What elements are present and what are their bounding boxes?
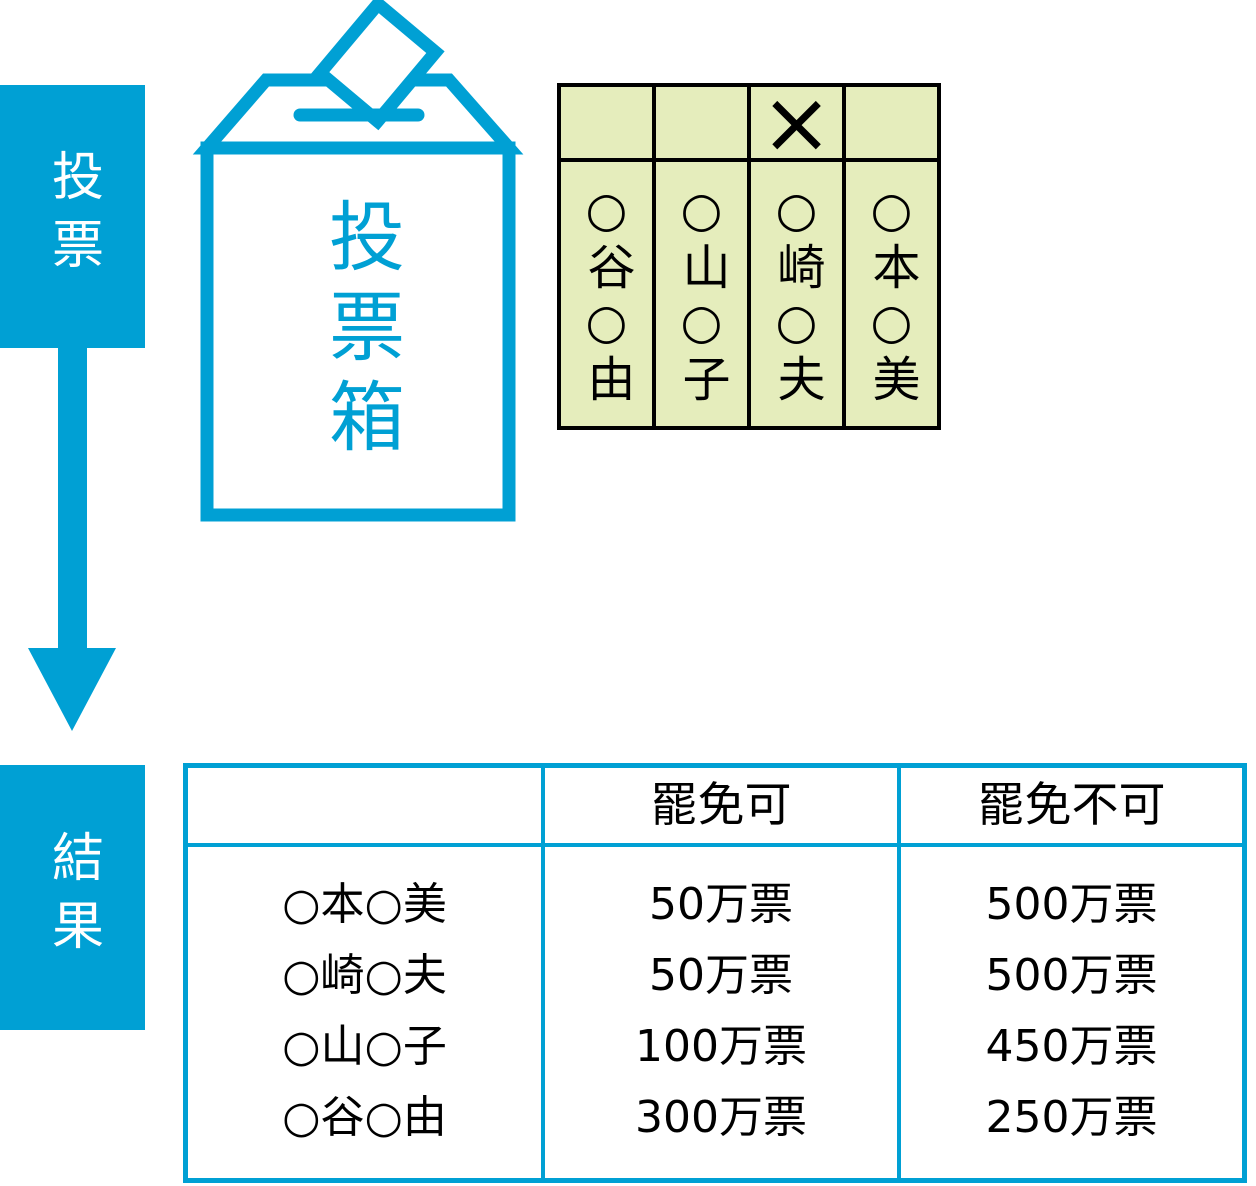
ballot-mark-cell [846, 87, 937, 162]
result-candidate-name: ○山○子 [282, 1020, 447, 1072]
results-table: ○本○美 ○崎○夫 ○山○子 ○谷○由 罷免可 50万票 50万票 100万票 … [183, 763, 1247, 1183]
result-candidate-name: ○谷○由 [282, 1091, 447, 1143]
result-stage-box: 結果 [0, 765, 145, 1030]
candidate-name: ○崎○夫 [768, 182, 825, 406]
candidate-name: ○谷○由 [578, 182, 635, 406]
ballot-mark-cell [656, 87, 747, 162]
ballot-column: × ○崎○夫 [747, 80, 842, 426]
ballot-box-label: 投票箱 [316, 196, 405, 467]
ballot-name-cell: ○崎○夫 [751, 162, 842, 426]
ballot-box-icon [192, 0, 524, 522]
recall-yes-votes: 50万票 [649, 878, 793, 930]
result-candidate-name: ○崎○夫 [282, 949, 447, 1001]
recall-no-votes: 450万票 [985, 1020, 1158, 1072]
results-column-recall-yes: 罷免可 50万票 50万票 100万票 300万票 [541, 768, 897, 1178]
results-header-recall-yes: 罷免可 [545, 768, 897, 847]
down-arrow-icon [28, 340, 116, 731]
cross-mark: × [751, 80, 842, 166]
ballot-box-illustration: 投票箱 [192, 0, 524, 526]
ballot-column: ○山○子 [652, 87, 747, 426]
result-stage-label: 結果 [42, 829, 103, 966]
candidate-name: ○山○子 [673, 182, 730, 406]
vote-stage-label: 投票 [42, 148, 103, 285]
results-header-recall-no: 罷免不可 [901, 768, 1242, 847]
ballot-column: ○本○美 [842, 87, 937, 426]
results-header-empty [188, 768, 541, 847]
ballot-name-cell: ○谷○由 [561, 162, 652, 426]
recall-yes-votes: 100万票 [635, 1020, 807, 1072]
candidate-name: ○本○美 [863, 182, 920, 406]
recall-no-votes: 250万票 [985, 1091, 1158, 1143]
recall-yes-votes: 50万票 [649, 949, 793, 1001]
ballot-column: ○谷○由 [561, 87, 652, 426]
results-column-recall-no: 罷免不可 500万票 500万票 450万票 250万票 [897, 768, 1242, 1178]
ballot-slip-icon [310, 0, 445, 131]
results-column-names: ○本○美 ○崎○夫 ○山○子 ○谷○由 [188, 768, 541, 1178]
ballot-name-cell: ○山○子 [656, 162, 747, 426]
ballot-name-cell: ○本○美 [846, 162, 937, 426]
vote-stage-box: 投票 [0, 85, 145, 348]
result-candidate-name: ○本○美 [282, 878, 447, 930]
recall-no-votes: 500万票 [985, 949, 1158, 1001]
ballot-box-body [200, 141, 516, 522]
recall-no-votes: 500万票 [985, 878, 1158, 930]
recall-yes-votes: 300万票 [635, 1091, 807, 1143]
ballot-mark-cell [561, 87, 652, 162]
ballot-paper: ○谷○由 ○山○子 × ○崎○夫 ○本○美 [557, 80, 941, 430]
